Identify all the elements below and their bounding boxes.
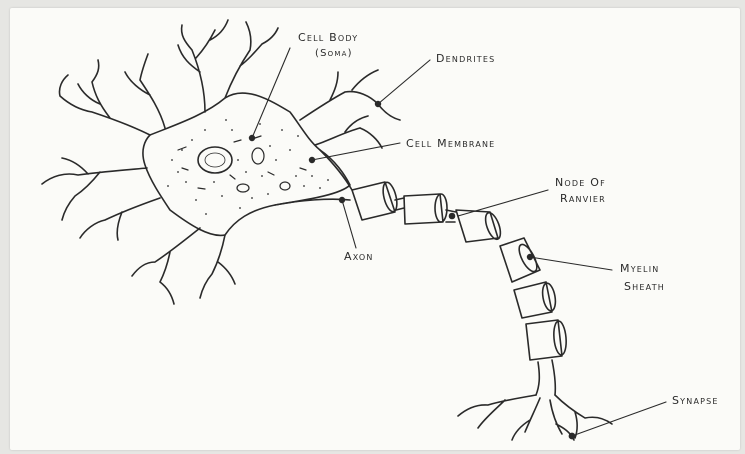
leader-node-of-ranvier — [458, 190, 548, 216]
dendrite-right — [300, 70, 400, 120]
myelin-segment-6 — [526, 320, 567, 360]
label-axon: Axon — [344, 250, 374, 264]
label-node-of-ranvier-1: Node Of — [555, 176, 606, 190]
dendrite-top — [178, 20, 228, 112]
node-of-ranvier-dot — [450, 214, 455, 219]
dendrite-left-lower — [42, 158, 147, 220]
leader-cell-membrane — [312, 143, 400, 160]
leader-synapse — [572, 402, 666, 436]
dendrite-bottom — [132, 228, 200, 304]
label-soma: (Soma) — [315, 48, 353, 59]
label-sheath: Sheath — [624, 280, 665, 294]
myelin-segment-2 — [404, 194, 447, 224]
dendrite-left-upper — [59, 60, 150, 135]
axon-hillock — [320, 150, 352, 190]
label-dendrites: Dendrites — [436, 52, 495, 66]
label-synapse: Synapse — [672, 394, 719, 408]
myelin-segment-5 — [514, 282, 557, 318]
leader-cell-body — [252, 48, 290, 138]
label-cell-body: Cell Body — [298, 31, 358, 45]
leader-dendrites — [378, 60, 430, 104]
soma-outline — [143, 93, 350, 235]
leader-myelin-sheath — [530, 257, 612, 270]
myelin-segment-4 — [500, 238, 540, 282]
myelin-segment-1 — [352, 181, 399, 220]
label-cell-membrane: Cell Membrane — [406, 137, 495, 151]
leader-axon — [342, 200, 356, 248]
axon-terminal — [536, 360, 555, 395]
nucleus — [198, 147, 232, 173]
label-myelin: Myelin — [620, 262, 659, 276]
label-node-of-ranvier-2: Ranvier — [560, 192, 606, 206]
